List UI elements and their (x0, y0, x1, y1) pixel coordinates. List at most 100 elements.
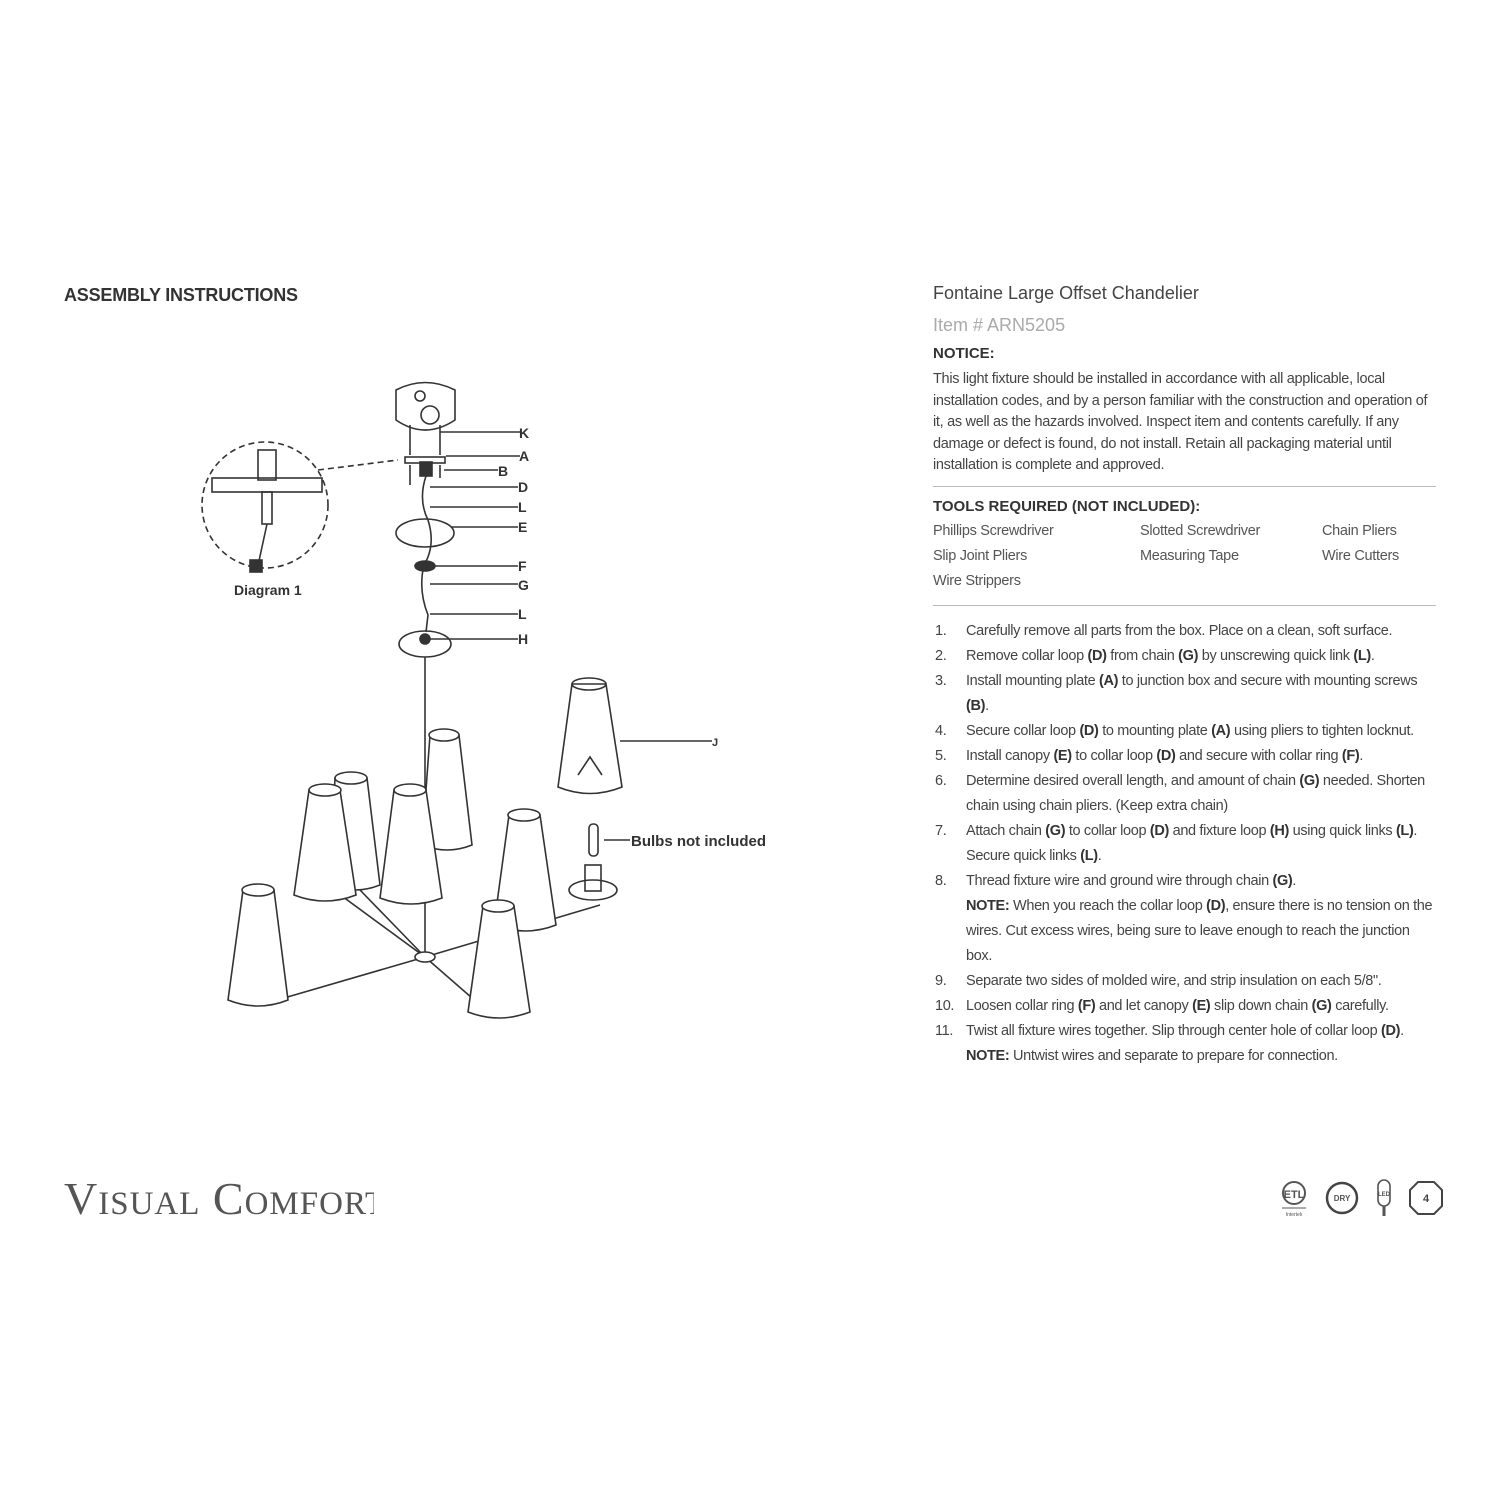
part-label-l: L (518, 499, 527, 515)
step-number: 7. (935, 823, 947, 839)
step-text-segment: to collar loop (1065, 823, 1150, 839)
step-text-segment: Remove collar loop (966, 648, 1088, 664)
step-text: NOTE: Untwist wires and separate to prep… (966, 1044, 1438, 1069)
part-label-b: B (498, 463, 508, 479)
part-label-f: F (518, 558, 527, 574)
tool-item: Slotted Screwdriver (1140, 523, 1261, 539)
part-label-g: G (518, 577, 529, 593)
step-text-segment: slip down chain (1210, 998, 1312, 1014)
step-number: 9. (935, 973, 947, 989)
step-text-segment: carefully. (1331, 998, 1389, 1014)
svg-text:LED: LED (1378, 1192, 1391, 1198)
step-text-bold: (D) (1380, 1023, 1401, 1039)
step-text-segment: . (1400, 1023, 1404, 1039)
step-text: Remove collar loop (D) from chain (G) by… (966, 644, 1438, 669)
step-text: Twist all fixture wires together. Slip t… (966, 1019, 1438, 1044)
led-bulb-icon: LED (1377, 1179, 1391, 1216)
step-item: 10.Loosen collar ring (F) and let canopy… (933, 994, 1438, 1019)
step-item: 11. Twist all fixture wires together. Sli… (933, 1019, 1438, 1044)
step-number: 10. (935, 998, 955, 1014)
step-text-segment: . (1370, 648, 1375, 664)
step-text-bold: (G) (1272, 873, 1293, 889)
svg-text:Intertek: Intertek (1286, 1212, 1303, 1218)
step-text-bold: (L) (1395, 823, 1414, 839)
svg-text:DRY: DRY (1334, 1194, 1351, 1203)
step-text-bold: (L) (1353, 648, 1371, 664)
tool-item: Wire Strippers (933, 573, 1021, 589)
part-label-h: H (518, 631, 528, 647)
step-text: Carefully remove all parts from the box.… (966, 619, 1438, 644)
tool-item: Chain Pliers (1322, 523, 1397, 539)
step-text-segment: to junction box and secure with mounting… (1118, 673, 1418, 689)
step-number: 8. (935, 873, 947, 889)
inset-diagram (201, 441, 399, 573)
part-label-e: E (518, 519, 527, 535)
notice-text: This light fixture should be installed i… (933, 371, 1428, 473)
step-text-segment: by unscrewing quick link (1198, 648, 1354, 664)
step-text-segment: to collar loop (1071, 748, 1157, 764)
brand-logo: VISUAL COMFORT (64, 1172, 385, 1233)
step-note: NOTE: Untwist wires and separate to prep… (933, 1044, 1438, 1069)
step-note: NOTE: When you reach the collar loop (D)… (933, 894, 1438, 969)
step-text-segment: needed. Shorten chain using chain pliers… (966, 773, 1425, 814)
product-title: Fontaine Large Offset Chandelier (933, 283, 1199, 303)
step-text-segment: using quick links (1288, 823, 1396, 839)
instruction-steps: 1.Carefully remove all parts from the bo… (933, 619, 1438, 1069)
step-text: Install canopy (E) to collar loop (D) an… (966, 744, 1438, 769)
step-text-bold: (A) (1211, 723, 1231, 739)
step-item: 7.Attach chain (G) to collar loop (D) an… (933, 819, 1438, 869)
step-number: 11. (935, 1023, 954, 1039)
bulbs-note: Bulbs not included (631, 833, 766, 850)
step-text-segment: Install canopy (966, 748, 1054, 764)
step-text-bold: (F) (1077, 998, 1096, 1014)
step-text-bold: (G) (1311, 998, 1332, 1014)
tool-item: Phillips Screwdriver (933, 523, 1054, 539)
step-text-segment: Determine desired overall length, and am… (966, 773, 1300, 789)
step-text-segment: and fixture loop (1168, 823, 1270, 839)
divider (933, 486, 1436, 487)
step-text-bold: (D) (1156, 748, 1176, 764)
step-text-bold: (D) (1079, 723, 1099, 739)
svg-text:4: 4 (1423, 1193, 1430, 1205)
dry-rated-icon: DRY (1325, 1181, 1359, 1215)
step-text: NOTE: When you reach the collar loop (D)… (966, 894, 1438, 969)
step-number: 2. (935, 648, 947, 664)
tool-item: Wire Cutters (1322, 548, 1399, 564)
step-text-bold: (E) (1192, 998, 1211, 1014)
step-text-bold: NOTE: (966, 1048, 1010, 1064)
step-text-segment: Twist all fixture wires together. Slip t… (966, 1023, 1381, 1039)
step-text-bold: (F) (1341, 748, 1360, 764)
step-text-segment: Separate two sides of molded wire, and s… (966, 973, 1382, 989)
step-text-segment: Carefully remove all parts from the box.… (966, 623, 1393, 639)
item-number: Item # ARN5205 (933, 315, 1066, 335)
step-text: Secure collar loop (D) to mounting plate… (966, 719, 1438, 744)
step-text-segment: to mounting plate (1098, 723, 1212, 739)
step-text-segment: from chain (1106, 648, 1179, 664)
step-text-segment: . (1292, 873, 1297, 889)
step-item: 1.Carefully remove all parts from the bo… (933, 619, 1438, 644)
step-text-segment: . (985, 698, 989, 714)
step-text-segment: and secure with collar ring (1175, 748, 1342, 764)
tools-list: Phillips Screwdriver Slotted Screwdriver… (933, 521, 1433, 592)
step-text-bold: (G) (1178, 648, 1199, 664)
step-text-segment: , ensure there is no tension on the wire… (966, 898, 1433, 964)
step-text-bold: (D) (1149, 823, 1169, 839)
step-text: Determine desired overall length, and am… (966, 769, 1438, 819)
step-number: 3. (935, 673, 947, 689)
step-text-segment: When you reach the collar loop (1009, 898, 1207, 914)
step-text-segment: Thread fixture wire and ground wire thro… (966, 873, 1273, 889)
step-text-segment: Loosen collar ring (966, 998, 1078, 1014)
part-label-l2: L (518, 606, 527, 622)
chain (395, 475, 455, 658)
step-item: 8. Thread fixture wire and ground wire th… (933, 869, 1438, 894)
step-text-segment: . (1359, 748, 1364, 764)
step-item: 9. Separate two sides of molded wire, and… (933, 969, 1438, 994)
step-text-segment: Secure collar loop (966, 723, 1080, 739)
step-item: 4.Secure collar loop (D) to mounting pla… (933, 719, 1438, 744)
inset-caption: Diagram 1 (234, 582, 302, 598)
step-text: Thread fixture wire and ground wire thro… (966, 869, 1438, 894)
svg-text:VISUAL COMFORT: VISUAL COMFORT (64, 1173, 374, 1222)
step-text-bold: (G) (1045, 823, 1066, 839)
